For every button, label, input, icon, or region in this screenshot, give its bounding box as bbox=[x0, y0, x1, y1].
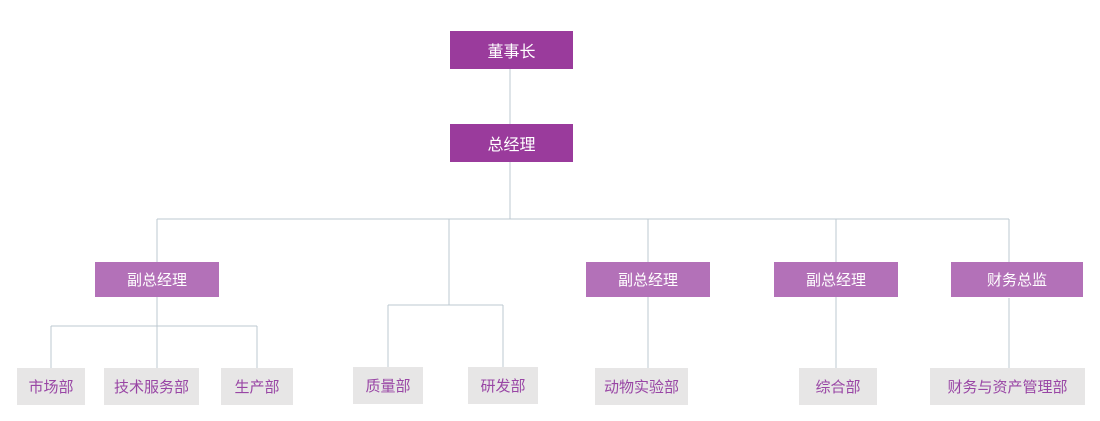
org-node-dept-tech-service: 技术服务部 bbox=[104, 368, 199, 405]
org-node-dept-rnd: 研发部 bbox=[468, 367, 538, 404]
org-node-deputy-gm-2: 副总经理 bbox=[586, 262, 710, 297]
org-node-deputy-gm-3: 副总经理 bbox=[774, 262, 898, 297]
org-node-dept-marketing: 市场部 bbox=[17, 368, 85, 405]
org-node-dept-animal-lab: 动物实验部 bbox=[595, 368, 688, 405]
org-node-deputy-gm-1: 副总经理 bbox=[95, 262, 219, 297]
org-node-chairman: 董事长 bbox=[450, 31, 573, 69]
org-node-dept-finance-asset: 财务与资产管理部 bbox=[930, 368, 1085, 405]
org-node-dept-production: 生产部 bbox=[221, 368, 293, 405]
org-node-dept-quality: 质量部 bbox=[353, 367, 423, 404]
org-node-finance-director: 财务总监 bbox=[951, 262, 1083, 297]
org-node-dept-general: 综合部 bbox=[799, 368, 877, 405]
org-node-general-manager: 总经理 bbox=[450, 124, 573, 162]
